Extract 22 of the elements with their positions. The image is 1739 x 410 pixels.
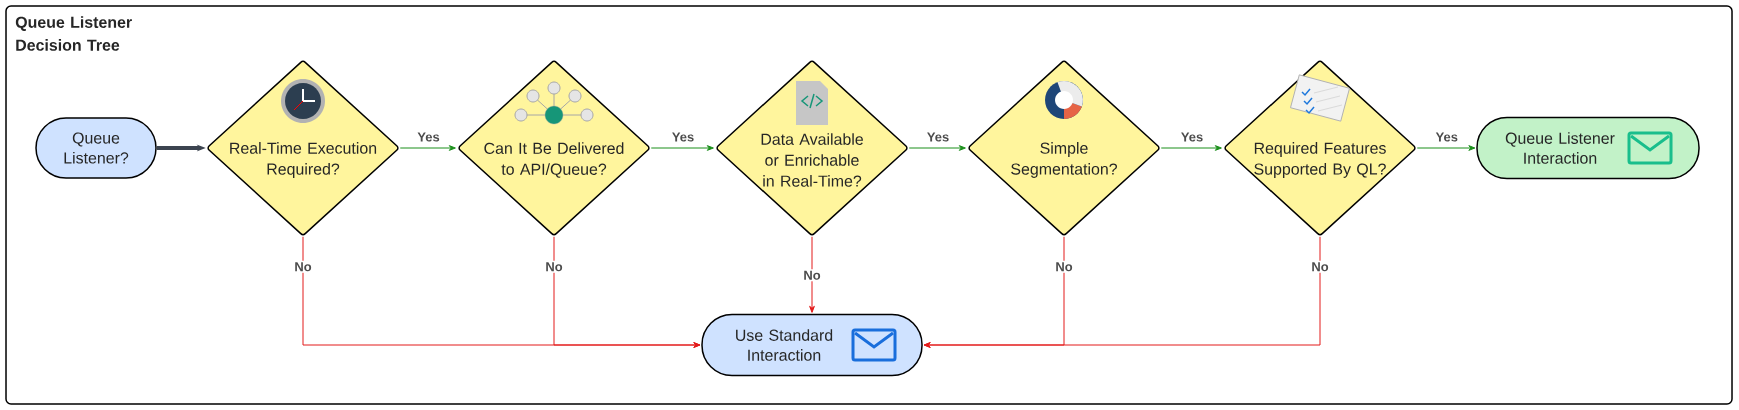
arrow bbox=[553, 236, 701, 348]
edge-label: No bbox=[1309, 260, 1331, 273]
edge-label: No bbox=[292, 260, 314, 273]
terminal-box: Use Standard Interaction bbox=[701, 313, 923, 377]
edge-label: Yes bbox=[415, 131, 442, 143]
edge-label: No bbox=[543, 260, 565, 273]
edge-label: Yes bbox=[670, 131, 696, 143]
arrow bbox=[399, 145, 456, 151]
edge-label: No bbox=[1053, 260, 1075, 273]
terminal-box: Queue Listener? bbox=[35, 117, 157, 179]
terminal-box: Queue Listener Interaction bbox=[1476, 116, 1700, 180]
arrow bbox=[650, 145, 714, 151]
arrow bbox=[923, 236, 1321, 348]
diagram-title: Queue Listener Decision Tree bbox=[15, 16, 132, 51]
edge-label: Yes bbox=[1434, 131, 1460, 143]
edge-label: Yes bbox=[1179, 131, 1205, 143]
arrow bbox=[1416, 145, 1476, 151]
arrow bbox=[809, 236, 815, 313]
edge-label: No bbox=[801, 269, 823, 282]
arrow bbox=[908, 145, 966, 151]
arrow bbox=[1160, 145, 1222, 151]
edge-label: Yes bbox=[925, 131, 951, 143]
